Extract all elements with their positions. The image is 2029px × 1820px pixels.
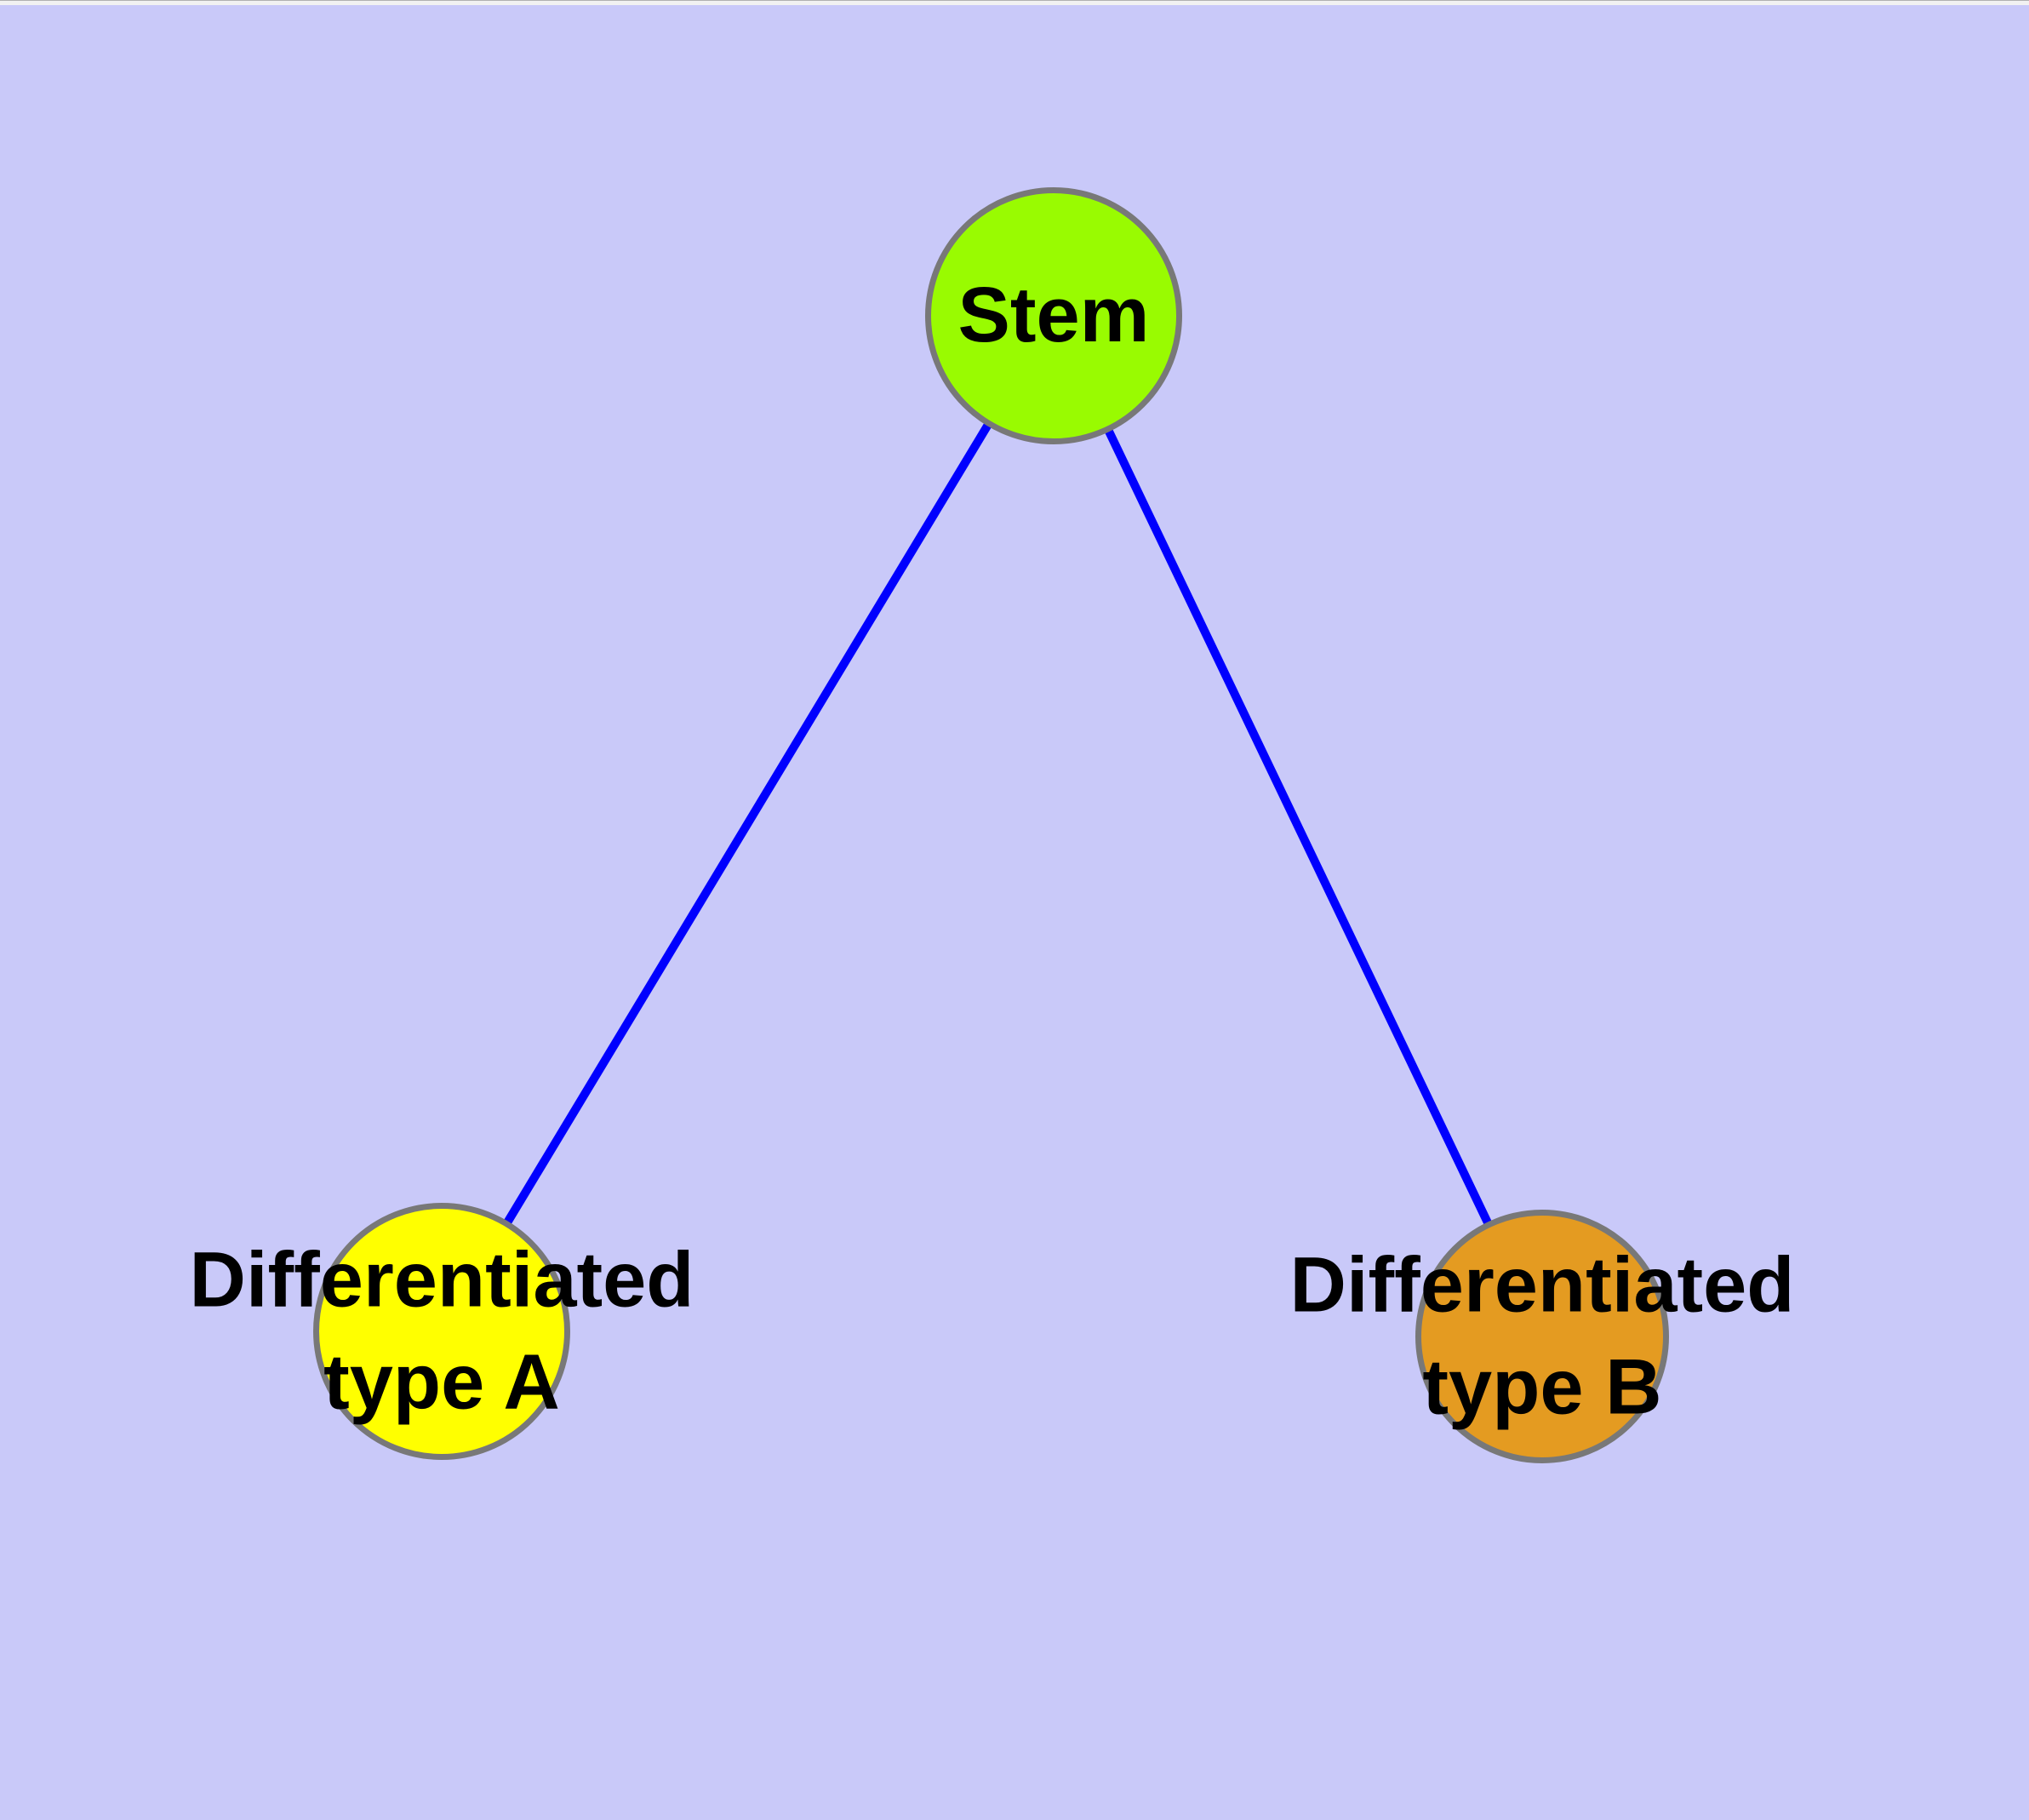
- edge-stem-to-typeB[interactable]: [1049, 313, 1546, 1339]
- edge-stem-to-typeA[interactable]: [437, 313, 1058, 1334]
- node-type-a[interactable]: [313, 1203, 570, 1460]
- node-stem[interactable]: [925, 187, 1182, 444]
- window-top-edge: [0, 0, 2029, 5]
- node-type-b[interactable]: [1415, 1210, 1669, 1463]
